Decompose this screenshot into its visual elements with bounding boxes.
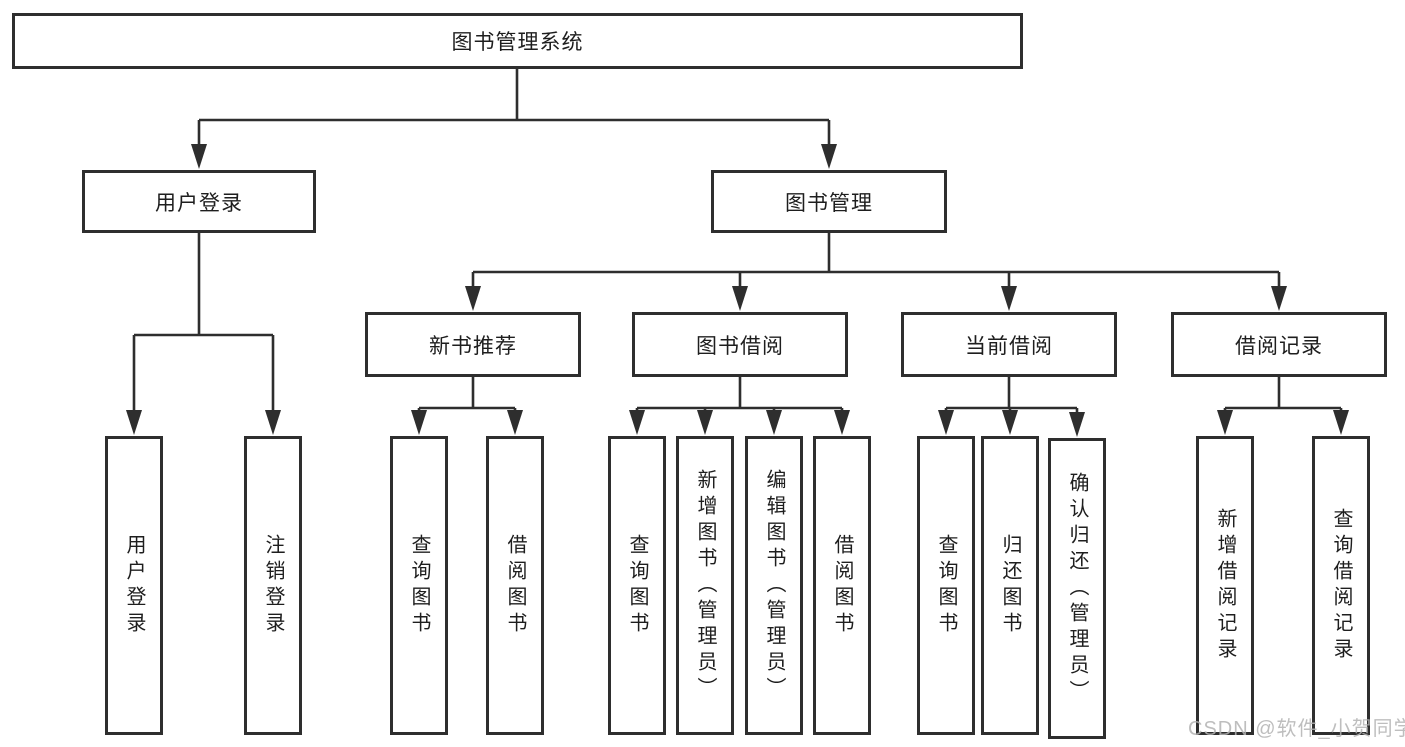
node-label: 图书管理 xyxy=(785,191,873,215)
node-label: 归还图书 xyxy=(999,533,1021,638)
leaf-user-login: 用户登录 xyxy=(105,436,163,735)
node-label: 借阅记录 xyxy=(1235,334,1323,358)
node-library-system: 图书管理系统 xyxy=(12,13,1023,69)
node-new-book-recommend: 新书推荐 xyxy=(365,312,581,377)
node-label: 当前借阅 xyxy=(965,334,1053,358)
leaf-add-borrow-record: 新增借阅记录 xyxy=(1196,436,1254,735)
node-label: 查询图书 xyxy=(935,533,957,638)
leaf-query-books-borrow: 查询图书 xyxy=(608,436,666,735)
node-label: 查询图书 xyxy=(408,533,430,638)
node-user-login: 用户登录 xyxy=(82,170,316,233)
node-label: 借阅图书 xyxy=(504,533,526,638)
leaf-borrow-books-recommend: 借阅图书 xyxy=(486,436,544,735)
node-label: 用户登录 xyxy=(123,533,145,638)
node-book-management: 图书管理 xyxy=(711,170,947,233)
watermark: CSDN @软件_小贺同学 xyxy=(1188,718,1405,740)
node-label: 查询图书 xyxy=(626,533,648,638)
node-book-borrow: 图书借阅 xyxy=(632,312,848,377)
node-label: 借阅图书 xyxy=(831,533,853,638)
node-label: 图书借阅 xyxy=(696,334,784,358)
node-borrow-records: 借阅记录 xyxy=(1171,312,1387,377)
leaf-borrow-books: 借阅图书 xyxy=(813,436,871,735)
leaf-edit-book-admin: 编辑图书（管理员） xyxy=(745,436,803,735)
leaf-query-books-current: 查询图书 xyxy=(917,436,975,735)
leaf-add-book-admin: 新增图书（管理员） xyxy=(676,436,734,735)
node-label: 新增借阅记录 xyxy=(1214,507,1236,664)
leaf-query-borrow-record: 查询借阅记录 xyxy=(1312,436,1370,735)
leaf-return-book: 归还图书 xyxy=(981,436,1039,735)
leaf-confirm-return-admin: 确认归还（管理员） xyxy=(1048,438,1106,739)
node-label: 查询借阅记录 xyxy=(1330,507,1352,664)
leaf-logout: 注销登录 xyxy=(244,436,302,735)
node-current-borrow: 当前借阅 xyxy=(901,312,1117,377)
leaf-query-books-recommend: 查询图书 xyxy=(390,436,448,735)
node-label: 用户登录 xyxy=(155,191,243,215)
node-label: 编辑图书（管理员） xyxy=(763,468,785,703)
node-label: 图书管理系统 xyxy=(451,31,584,54)
node-label: 注销登录 xyxy=(262,533,284,638)
node-label: 新书推荐 xyxy=(429,334,517,358)
node-label: 新增图书（管理员） xyxy=(694,468,716,703)
node-label: 确认归还（管理员） xyxy=(1066,471,1088,706)
